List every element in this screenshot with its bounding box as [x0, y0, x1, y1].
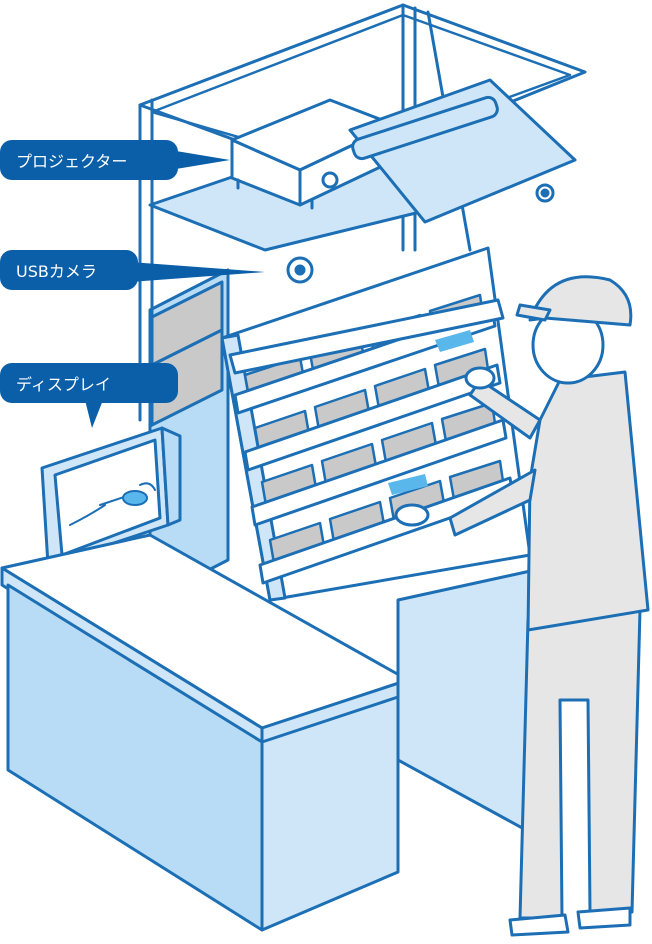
mirror-hood — [348, 78, 577, 224]
usb-camera-label: USBカメラ — [0, 250, 138, 290]
display-label: ディスプレイ — [0, 363, 178, 403]
worker — [394, 275, 650, 937]
projector-label-text: プロジェクター — [16, 152, 128, 171]
usb-camera-label-text: USBカメラ — [16, 262, 97, 281]
display-monitor — [40, 426, 182, 567]
projector-label: プロジェクター — [0, 140, 178, 180]
usb-camera — [286, 256, 314, 284]
callout-pointers — [85, 150, 265, 428]
display-label-text: ディスプレイ — [16, 375, 111, 394]
bin-rack — [220, 246, 532, 602]
